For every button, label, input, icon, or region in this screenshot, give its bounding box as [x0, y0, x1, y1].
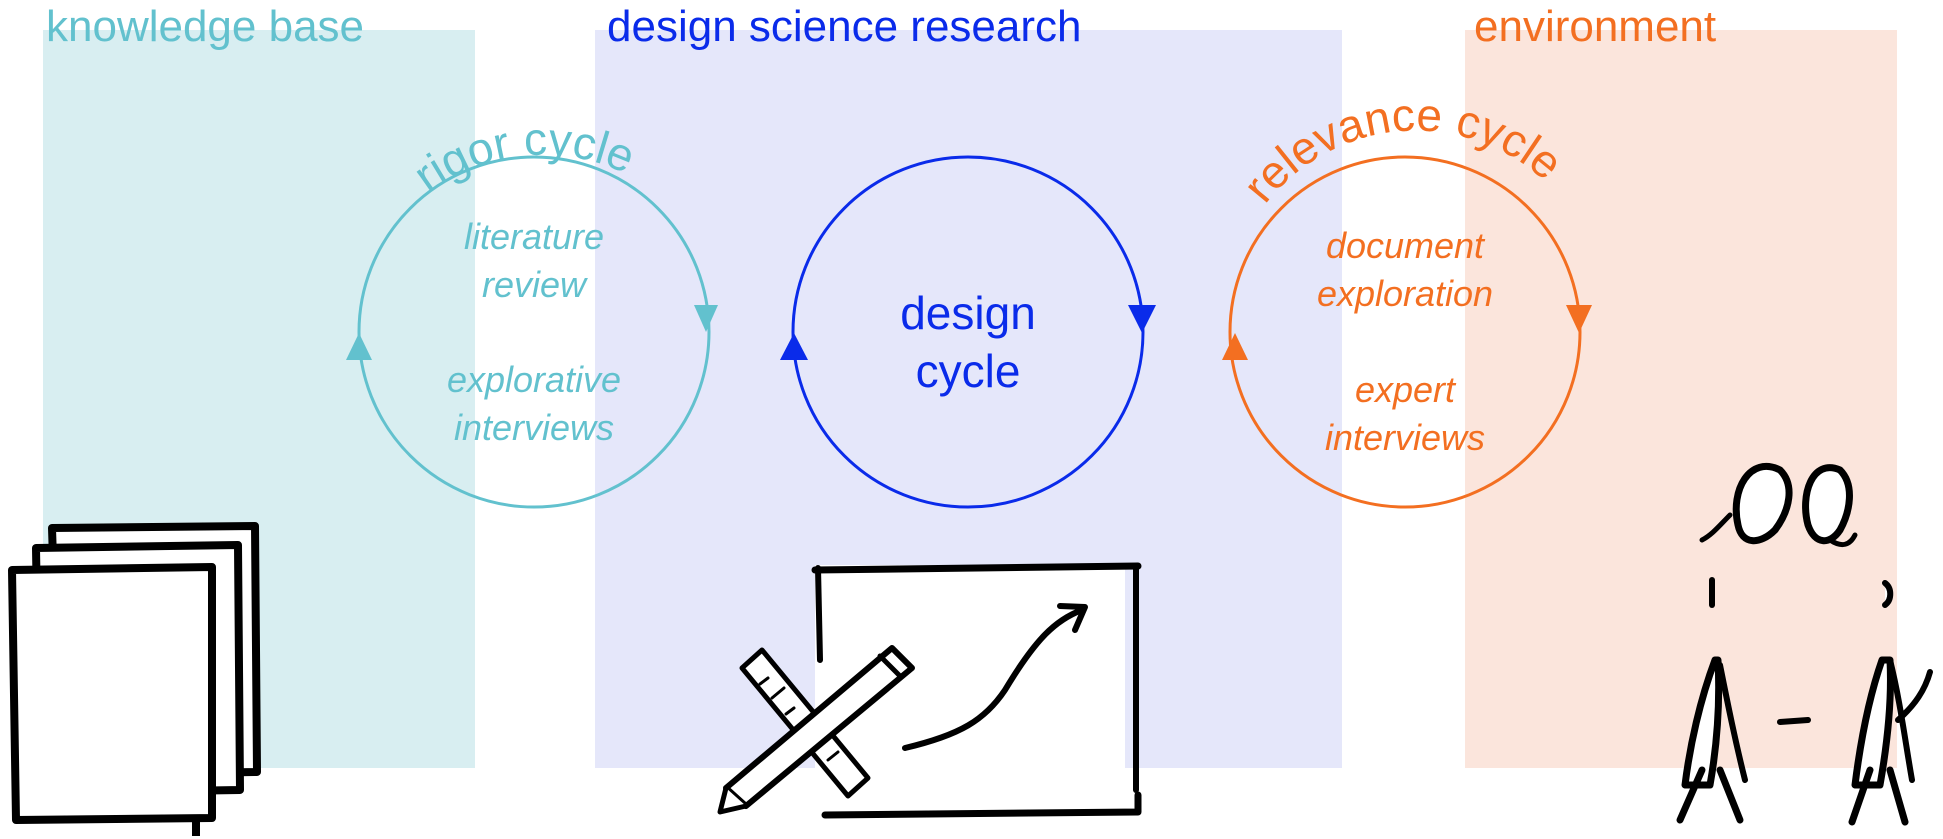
- pencil-and-ruler-icon: [717, 645, 915, 815]
- relevance-cycle-activity-1-line-1: document: [1325, 225, 1485, 266]
- environment-heading: environment: [1474, 2, 1717, 51]
- relevance-cycle-circle: [1228, 155, 1582, 509]
- relevance-cycle-title: relevance cycle: [1233, 88, 1573, 211]
- rigor-cycle-activity-2-line-2: interviews: [453, 407, 615, 448]
- environment-panel: [1465, 30, 1897, 768]
- rigor-cycle-arrow-up-icon: [346, 333, 372, 360]
- rigor-cycle-activity-1-line-1: literature: [463, 216, 605, 257]
- relevance-cycle-activity-2: expert interviews: [1245, 366, 1565, 462]
- relevance-cycle-arrow-down-icon: [1566, 305, 1592, 333]
- relevance-cycle-activity-1: document exploration: [1245, 222, 1565, 318]
- knowledge-base-heading: knowledge base: [46, 2, 365, 51]
- stack-of-documents-icon: [8, 522, 261, 836]
- relevance-cycle-arrow-up-icon: [1222, 333, 1248, 360]
- rigor-cycle-activity-2: explorative interviews: [374, 356, 694, 452]
- rigor-cycle-activity-2-line-1: explorative: [446, 359, 622, 400]
- design-cycle-label: design cycle: [818, 284, 1118, 400]
- design-cycle-label-line-1: design: [900, 287, 1036, 339]
- design-cycle-circle: [791, 155, 1145, 509]
- rigor-cycle-activity-1-line-2: review: [481, 264, 587, 305]
- rigor-cycle-circle: [357, 155, 711, 509]
- design-cycle-arrow-down-icon: [1128, 305, 1156, 333]
- two-people-icon: [1676, 462, 1933, 826]
- relevance-cycle-activity-1-line-2: exploration: [1316, 273, 1494, 314]
- relevance-cycle-activity-2-line-2: interviews: [1324, 417, 1486, 458]
- rigor-cycle-arrow-down-icon: [694, 305, 718, 332]
- design-cycle-arrow-up-icon: [780, 333, 808, 360]
- design-cycle-label-line-2: cycle: [915, 345, 1021, 397]
- relevance-cycle-activity-2-line-1: expert: [1354, 369, 1456, 410]
- rigor-cycle-title: rigor cycle: [404, 112, 643, 201]
- design-science-research-heading: design science research: [607, 2, 1082, 51]
- rigor-cycle-activity-1: literature review: [374, 213, 694, 309]
